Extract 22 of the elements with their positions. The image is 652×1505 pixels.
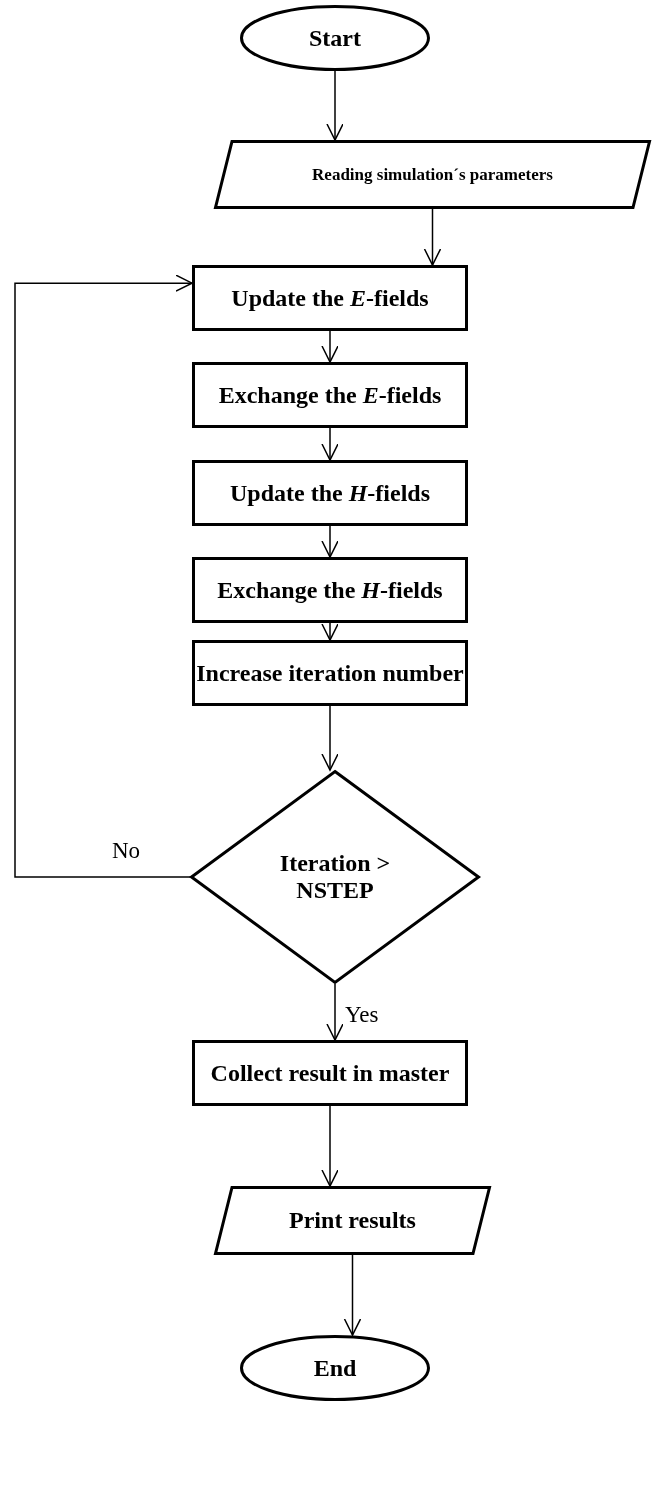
- arrow: [321, 705, 339, 771]
- process-box: Update the H-fields: [192, 460, 468, 526]
- arrow: [343, 1254, 362, 1336]
- arrow: [14, 274, 193, 878]
- arrow: [321, 427, 339, 461]
- arrow: [321, 525, 339, 558]
- process-box: Exchange the E-fields: [192, 362, 468, 428]
- process-box: Update the E-fields: [192, 265, 468, 331]
- decision-diamond: Iteration > NSTEP: [190, 770, 480, 984]
- process-box: Increase iteration number: [192, 640, 468, 706]
- arrow: [326, 70, 344, 141]
- process-box: Collect result in master: [192, 1040, 468, 1106]
- output-parallelogram: Print results: [214, 1186, 491, 1255]
- arrow: [321, 1105, 339, 1187]
- arrow: [326, 983, 344, 1041]
- start-terminal: Start: [240, 5, 430, 71]
- arrow: [321, 622, 339, 641]
- arrow: [423, 208, 442, 266]
- arrow: [321, 330, 339, 363]
- end-terminal: End: [240, 1335, 430, 1401]
- process-box: Exchange the H-fields: [192, 557, 468, 623]
- input-parallelogram: Reading simulation´s parameters: [214, 140, 651, 209]
